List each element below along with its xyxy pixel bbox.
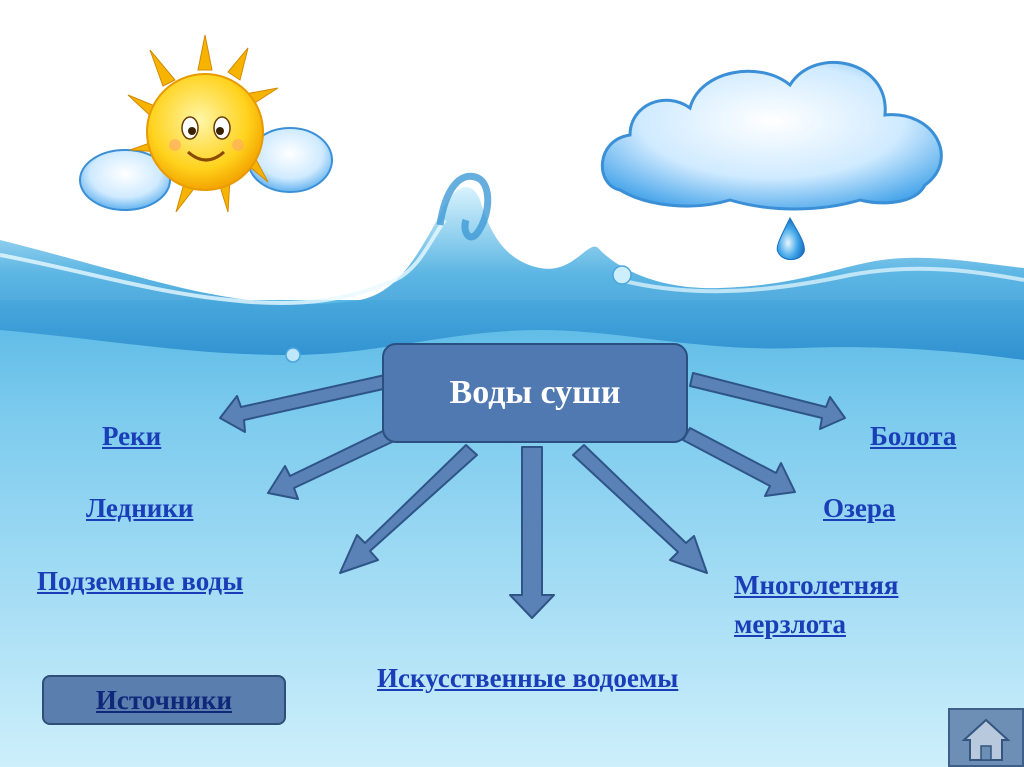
sun-illustration [79,34,333,213]
link-swamps[interactable]: Болота [870,421,957,451]
link-glaciers[interactable]: Ледники [86,493,194,523]
home-button[interactable] [948,708,1024,767]
center-node-label: Воды суши [449,374,621,411]
link-permafrost[interactable]: Многолетняя мерзлота [734,566,898,644]
water-splash [436,172,492,241]
arrow-to-glaciers [267,429,393,500]
link-artificial-reservoirs[interactable]: Искусственные водоемы [377,663,679,693]
arrow-to-rivers [219,374,389,433]
springs-button[interactable]: Источники [42,675,286,725]
springs-button-label: Источники [95,684,233,715]
arrow-to-groundwater [339,444,478,574]
arrow-to-artificial [509,446,555,619]
center-node-land-waters: Воды суши [382,343,688,443]
link-groundwater[interactable]: Подземные воды [37,566,244,596]
permafrost-line2: мерзлота [734,609,846,640]
link-lakes[interactable]: Озера [823,493,896,523]
wave-highlight [0,218,447,306]
water-bubble [612,265,632,285]
arrow-to-lakes [682,427,796,497]
arrow-to-swamps [689,372,846,430]
wave-highlight [619,266,1024,294]
link-rivers[interactable]: Реки [102,421,162,451]
rain-cloud-illustration [600,61,943,260]
home-icon [961,718,1011,761]
permafrost-line1: Многолетняя [734,570,899,600]
diagram-arrows [219,372,846,619]
arrow-to-permafrost [572,444,708,574]
water-bubble [285,347,301,363]
water-wave [0,187,1024,360]
